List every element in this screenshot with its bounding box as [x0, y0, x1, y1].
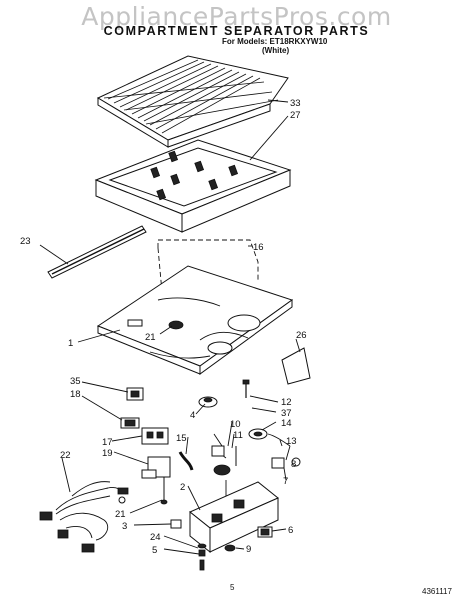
callout-35: 35 — [70, 376, 81, 387]
callout-14: 14 — [281, 418, 292, 429]
callout-15: 15 — [176, 433, 187, 444]
callout-23: 23 — [20, 236, 31, 247]
watermark: AppliancePartsPros.com — [81, 2, 392, 31]
callout-22: 22 — [60, 450, 71, 461]
callout-7: 7 — [283, 476, 288, 487]
control-parts-center — [178, 379, 301, 476]
callout-18: 18 — [70, 389, 81, 400]
callout-11: 11 — [233, 430, 243, 441]
callout-37: 37 — [281, 408, 292, 419]
callout-24: 24 — [150, 532, 161, 543]
callouts: 33 27 23 16 1 21 26 35 18 12 37 14 4 10 … — [20, 98, 307, 556]
models-label: For Models: ET18RKXYW10 — [222, 37, 328, 46]
callout-12: 12 — [281, 397, 292, 408]
callout-21-upper: 21 — [145, 332, 156, 343]
callout-2: 2 — [180, 482, 185, 493]
callout-8: 8 — [291, 459, 296, 470]
diagram-title: COMPARTMENT SEPARATOR PARTS — [103, 24, 370, 38]
callout-33: 33 — [290, 98, 301, 109]
callout-17: 17 — [102, 437, 113, 448]
callout-13: 13 — [286, 436, 297, 447]
leader-lines — [39, 99, 301, 555]
small-hardware — [170, 519, 273, 571]
callout-3: 3 — [122, 521, 127, 532]
separator-pan — [94, 139, 292, 233]
foil-tape — [281, 347, 311, 385]
callout-26: 26 — [296, 330, 307, 341]
callout-21-lower: 21 — [115, 509, 126, 520]
callout-1: 1 — [68, 338, 73, 349]
callout-16: 16 — [253, 242, 264, 253]
callout-27: 27 — [290, 110, 301, 121]
main-separator-plate — [96, 265, 294, 375]
grille-cover — [96, 55, 289, 148]
callout-19: 19 — [102, 448, 113, 459]
document-code: 4361117 — [422, 587, 452, 596]
control-housing — [189, 480, 279, 554]
color-label: (White) — [262, 46, 290, 55]
callout-10: 10 — [230, 419, 241, 430]
callout-5: 5 — [152, 545, 157, 556]
control-parts-left — [120, 387, 171, 505]
callout-6: 6 — [288, 525, 293, 536]
wire-harness — [39, 481, 129, 553]
page-number: 5 — [230, 583, 235, 592]
gasket-strip — [47, 225, 147, 279]
callout-4: 4 — [190, 410, 195, 421]
callout-9: 9 — [246, 544, 251, 555]
